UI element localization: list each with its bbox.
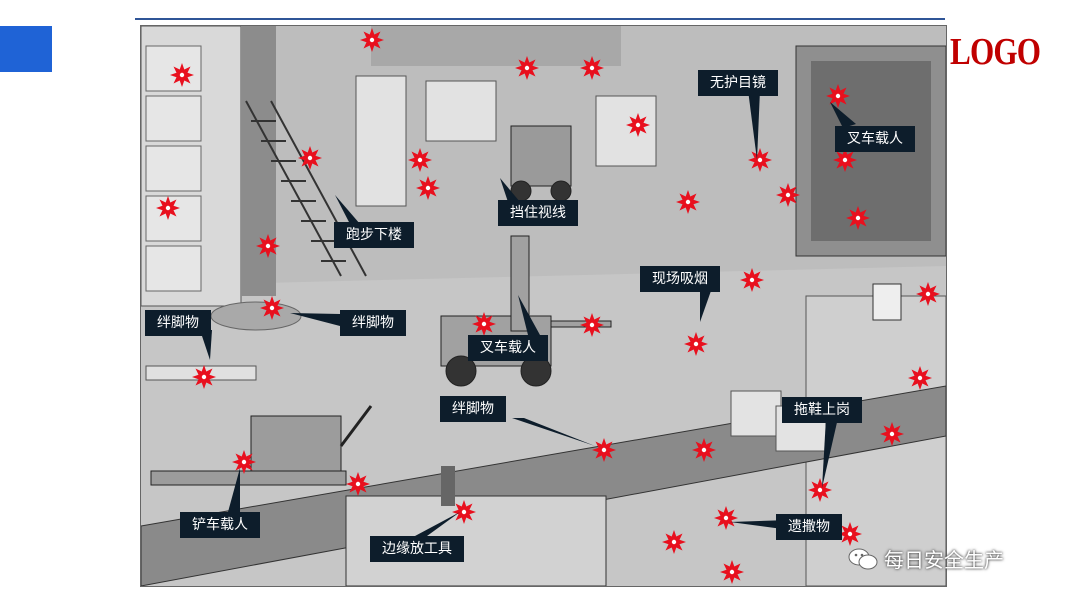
hazard-marker-icon: [256, 234, 280, 258]
label-tripping-mid: 绊脚物: [340, 310, 406, 336]
hazard-marker-icon: [676, 190, 700, 214]
label-blocked-view: 挡住视线: [498, 200, 578, 226]
label-forklift-passenger-mid: 叉车载人: [468, 335, 548, 361]
label-pallet-jack-passenger: 铲车载人: [180, 512, 260, 538]
hazard-marker-icon: [472, 312, 496, 336]
logo: LOGO: [950, 31, 1041, 73]
hazard-marker-icon: [260, 296, 284, 320]
label-forklift-passenger-top: 叉车载人: [835, 126, 915, 152]
hazard-marker-icon: [916, 282, 940, 306]
hazard-marker-icon: [838, 522, 862, 546]
watermark-text: 每日安全生产: [884, 548, 1004, 572]
hazard-marker-icon: [232, 450, 256, 474]
hazard-marker-icon: [156, 196, 180, 220]
hazard-marker-icon: [580, 313, 604, 337]
hazard-marker-icon: [170, 63, 194, 87]
hazard-marker-icon: [748, 148, 772, 172]
hazard-marker-icon: [776, 183, 800, 207]
wechat-icon: [848, 547, 878, 571]
label-tripping-lower: 绊脚物: [440, 396, 506, 422]
label-tripping-left: 绊脚物: [145, 310, 211, 336]
hazard-marker-icon: [580, 56, 604, 80]
hazard-marker-icon: [662, 530, 686, 554]
label-running-downstairs: 跑步下楼: [334, 222, 414, 248]
hazard-marker-icon: [684, 332, 708, 356]
hazard-marker-icon: [826, 84, 850, 108]
hazard-marker-icon: [833, 148, 857, 172]
hazard-marker-icon: [360, 28, 384, 52]
hazard-marker-icon: [626, 113, 650, 137]
top-divider: [135, 18, 945, 20]
hazard-marker-icon: [452, 500, 476, 524]
label-tools-at-edge: 边缘放工具: [370, 536, 464, 562]
hazard-marker-icon: [740, 268, 764, 292]
label-no-goggles: 无护目镜: [698, 70, 778, 96]
hazard-marker-icon: [416, 176, 440, 200]
hazard-marker-icon: [714, 506, 738, 530]
hazard-marker-icon: [515, 56, 539, 80]
hazard-marker-icon: [592, 438, 616, 462]
watermark: 每日安全生产: [848, 544, 1004, 573]
hazard-marker-icon: [298, 146, 322, 170]
label-slippers-on-duty: 拖鞋上岗: [782, 397, 862, 423]
accent-block: [0, 26, 52, 72]
hazard-marker-icon: [908, 366, 932, 390]
hazard-marker-icon: [192, 365, 216, 389]
label-smoking-onsite: 现场吸烟: [640, 266, 720, 292]
label-spilled-items: 遗撒物: [776, 514, 842, 540]
hazard-marker-icon: [880, 422, 904, 446]
hazard-marker-icon: [808, 478, 832, 502]
hazard-marker-icon: [692, 438, 716, 462]
hazard-marker-icon: [720, 560, 744, 584]
hazard-marker-icon: [846, 206, 870, 230]
hazard-marker-icon: [408, 148, 432, 172]
hazard-marker-icon: [346, 472, 370, 496]
